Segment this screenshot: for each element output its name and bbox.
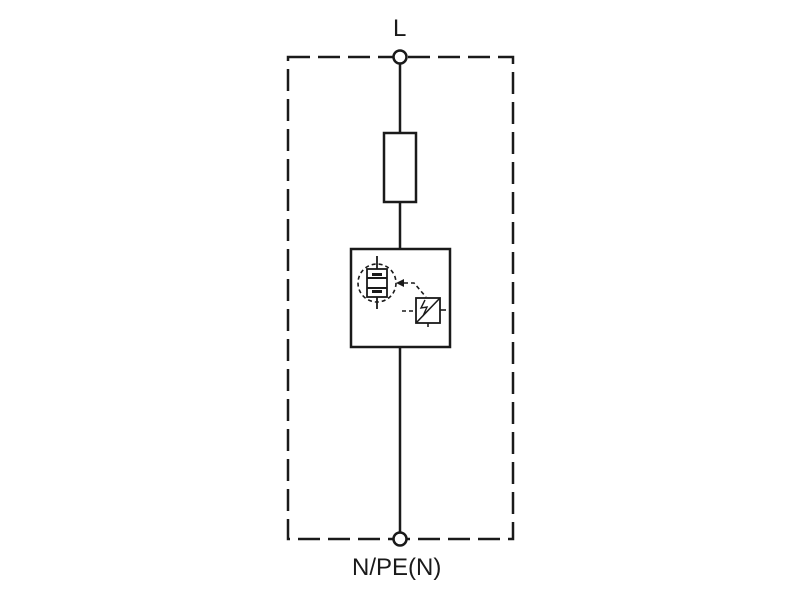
thermal-disconnect-icon: [396, 279, 427, 312]
terminal-label-bottom: N/PE(N): [352, 554, 442, 581]
terminal-label-top: L: [393, 15, 407, 42]
terminal-bottom: [392, 531, 408, 547]
status-indicator-icon: [415, 297, 446, 327]
fuse-icon: [382, 131, 418, 204]
varistor-icon: [357, 256, 397, 309]
terminal-top: [392, 49, 408, 65]
